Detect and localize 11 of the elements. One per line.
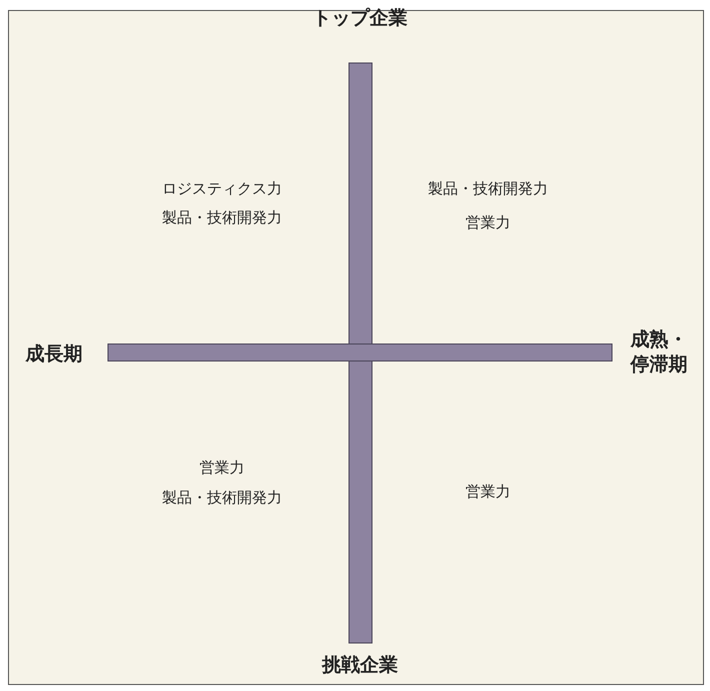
axis-label: 成熟・停滞期 [629,327,688,377]
axis-label: 挑戦企業 [322,653,398,678]
quadrant-text: 製品・技術開発力 [162,208,282,228]
quadrant-text: ロジスティクス力 [162,180,282,198]
quadrant-text: 営業力 [200,458,244,478]
quadrant-text: 製品・技術開発力 [162,488,282,508]
axis-label: 成長期 [26,342,82,367]
quadrant-text: 製品・技術開発力 [428,180,548,198]
axis-label: トップ企業 [312,6,408,31]
quadrant-text: 営業力 [466,482,510,502]
quadrant-text: 営業力 [466,214,510,232]
